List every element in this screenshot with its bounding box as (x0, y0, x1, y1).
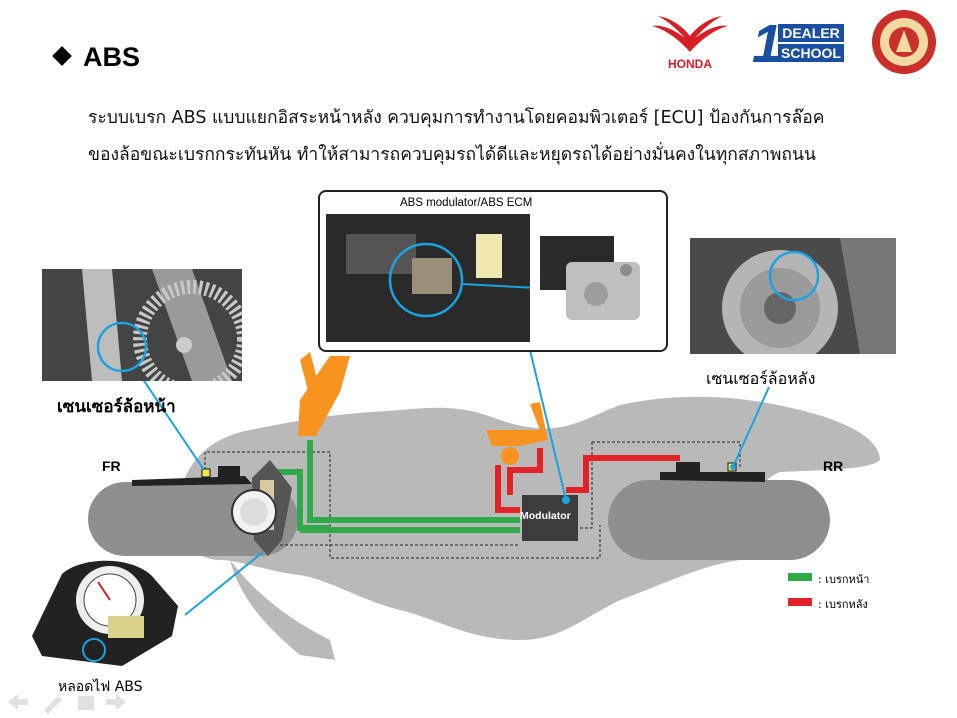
description-line-1: ระบบเบรก ABS แบบแยกอิสระหน้าหลัง ควบคุมก… (88, 108, 825, 128)
dealer-school-logo: 1 DEALER SCHOOL (752, 14, 844, 72)
prev-arrow-icon (8, 694, 28, 710)
slide-nav-controls[interactable] (4, 690, 134, 714)
svg-text:DEALER: DEALER (782, 25, 840, 41)
legend-front-swatch (788, 573, 812, 581)
next-arrow-icon (106, 694, 126, 710)
svg-text:SCHOOL: SCHOOL (781, 45, 841, 61)
modulator-installed-photo (326, 214, 530, 342)
modulator-label: Modulator (520, 510, 571, 522)
modulator-unit-photo (536, 234, 652, 330)
rear-tire (608, 480, 830, 560)
rear-sensor-label: เซนเซอร์ล้อหลัง (706, 369, 816, 388)
title-text: ABS (83, 42, 141, 72)
front-marker: FR (102, 458, 121, 474)
svg-text:HONDA: HONDA (668, 57, 712, 71)
modulator-caption: ABS modulator/ABS ECM (400, 197, 533, 209)
rear-sensor-photo (690, 238, 896, 354)
front-sensor-label: เซนเซอร์ล้อหน้า (57, 397, 176, 417)
legend-rear-label: : เบรกหลัง (818, 598, 868, 611)
menu-icon (78, 696, 94, 710)
description-line-2: ของล้อขณะเบรกกระทันหัน ทำให้สามารถควบคุม… (88, 145, 816, 165)
page-title: ABS (52, 42, 141, 73)
legend-front-label: : เบรกหน้า (818, 573, 870, 586)
abs-lamp-label: หลอดไฟ ABS (58, 679, 143, 695)
svg-text:1: 1 (752, 14, 782, 72)
vocational-seal-logo (872, 10, 936, 74)
rear-brake-pedal (486, 402, 548, 446)
abs-lamp-meter-photo (22, 556, 182, 670)
honda-logo: HONDA (652, 16, 728, 71)
rear-marker: RR (823, 458, 844, 474)
front-wheel-sensor (201, 468, 211, 478)
front-sensor-photo (42, 269, 242, 381)
legend-rear-swatch (788, 598, 812, 606)
pen-icon (44, 696, 62, 714)
